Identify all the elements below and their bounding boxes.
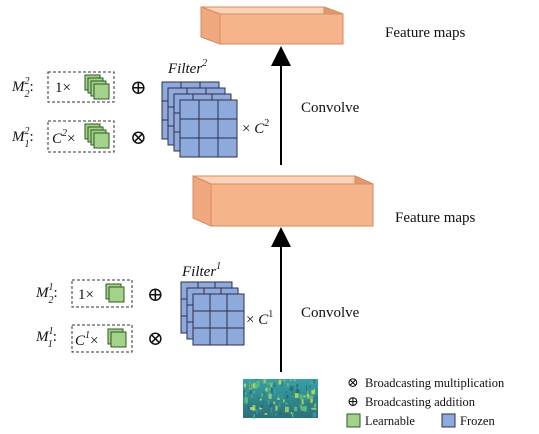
legend-frozen-swatch	[441, 413, 456, 428]
feature-maps-mid-label: Feature maps	[395, 210, 476, 226]
legend-learnable-swatch	[346, 413, 361, 428]
feature-map-mid	[192, 175, 374, 227]
filter1-label: Filter1	[181, 261, 221, 280]
add-operator-layer1: ⊕	[147, 284, 164, 306]
feature-map-top	[200, 6, 344, 45]
M2-layer2-box	[47, 71, 115, 103]
M1-layer2-box	[47, 120, 115, 153]
mul-operator-layer1: ⊗	[147, 328, 164, 350]
learnable-stack-M1-layer2	[84, 123, 110, 149]
learnable-stack-M1-layer1	[107, 328, 127, 348]
M2-layer1-prefix: 1×	[78, 287, 94, 303]
M2-layer1-box	[71, 279, 133, 308]
filter2-label: Filter2	[167, 58, 207, 77]
learnable-square	[110, 331, 127, 348]
legend-learnable-text: Learnable	[365, 414, 415, 428]
legend-mul-icon: ⊗	[347, 376, 359, 391]
input-spectrogram	[243, 379, 318, 420]
feature-maps-top-label: Feature maps	[385, 25, 466, 41]
learnable-square	[93, 83, 110, 100]
filter1-count: × C1	[246, 309, 273, 328]
filter2-count: × C2	[242, 118, 269, 137]
legend-add-icon: ⊕	[347, 395, 359, 410]
M1-layer1-C: C1×	[75, 330, 98, 349]
learnable-square	[108, 286, 125, 303]
M2-layer2-prefix: 1×	[55, 80, 71, 96]
learnable-square	[93, 132, 110, 149]
add-operator-layer2: ⊕	[130, 77, 147, 99]
filter-stack-layer2	[161, 81, 238, 158]
mul-operator-layer2: ⊗	[130, 127, 147, 149]
filter-stack-layer1	[180, 281, 245, 346]
legend-mul-text: Broadcasting multiplication	[365, 376, 505, 390]
legend-frozen-text: Frozen	[460, 414, 495, 428]
convolve-top-label: Convolve	[301, 100, 360, 116]
convolve-bottom-label: Convolve	[301, 305, 360, 321]
learnable-stack-M2-layer2	[84, 74, 110, 100]
learnable-stack-M2-layer1	[105, 283, 125, 303]
legend-add-text: Broadcasting addition	[365, 395, 476, 409]
M1-layer1-box	[71, 324, 133, 353]
legend: ⊗ Broadcasting multiplication ⊕ Broadcas…	[346, 376, 505, 428]
filter-grid	[179, 99, 238, 158]
M1-layer2-C: C2×	[52, 128, 75, 147]
filter-grid	[192, 293, 245, 346]
